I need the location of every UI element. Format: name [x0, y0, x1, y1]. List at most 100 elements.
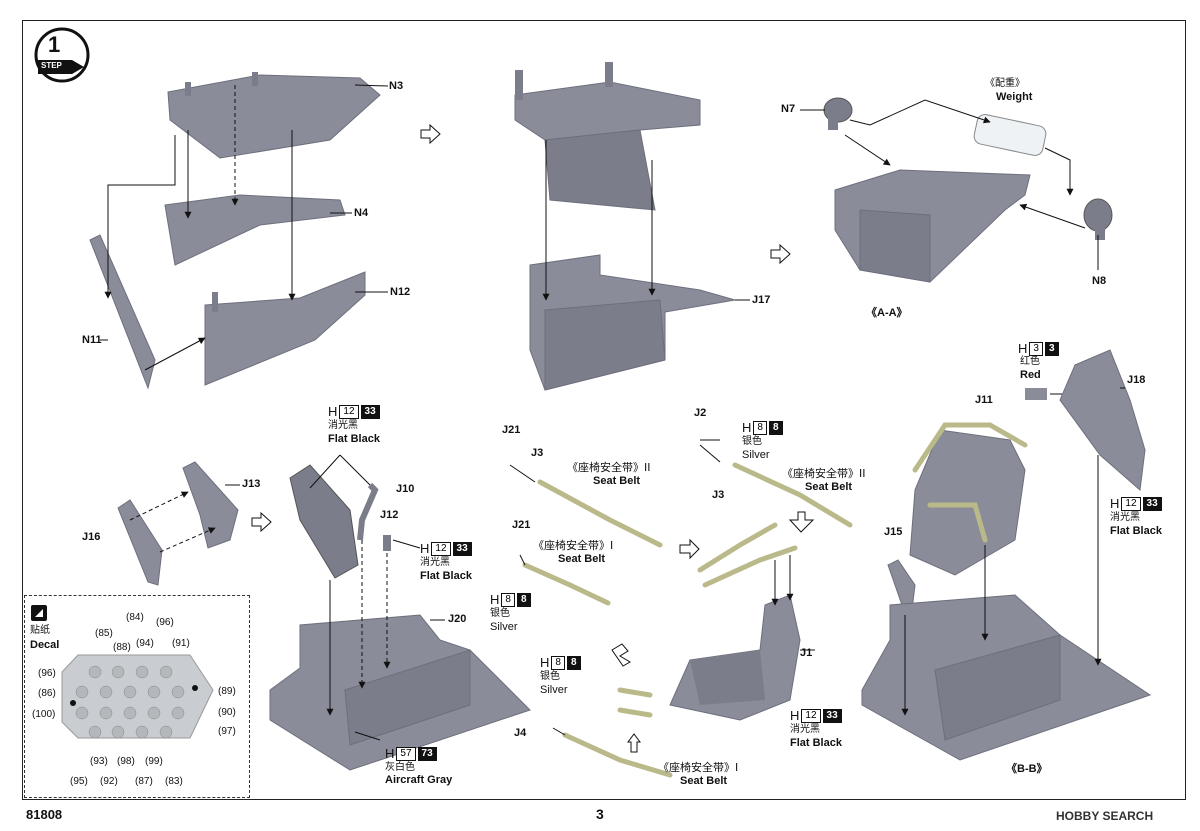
- weight-en: Weight: [996, 91, 1033, 103]
- label-j21-a: J21: [502, 424, 521, 436]
- view-bb: 《B-B》: [1006, 763, 1048, 775]
- decal-num: (89): [218, 686, 236, 697]
- decal-zh: 贴纸: [30, 625, 50, 636]
- paint-flat-black-3-en: Flat Black: [790, 737, 842, 749]
- label-j17: J17: [752, 294, 771, 306]
- j13-arrows: [129, 484, 240, 553]
- decal-num: (97): [218, 726, 236, 737]
- paint-silver-2-en: Silver: [490, 621, 518, 633]
- bb-belts: [912, 422, 1028, 543]
- flow-arrows: [251, 123, 815, 753]
- paint-flat-black-4-en: Flat Black: [1110, 525, 1162, 537]
- product-code: 81808: [26, 807, 63, 822]
- label-j2: J2: [694, 407, 707, 419]
- seatbelt-3-en: Seat Belt: [558, 553, 606, 565]
- decal-num: (90): [218, 707, 236, 718]
- label-j13: J13: [242, 478, 261, 490]
- paint-silver-3-en: Silver: [540, 684, 568, 696]
- part-n12: [204, 271, 366, 386]
- decal-num: (96): [38, 668, 56, 679]
- decal-num: (100): [32, 709, 56, 720]
- label-n8: N8: [1092, 275, 1107, 287]
- seatbelt-2-zh: 《座椅安全带》II: [782, 467, 866, 480]
- part-j11: [1025, 388, 1047, 400]
- belt-lines: [509, 439, 721, 736]
- decal-num: (87): [135, 776, 153, 787]
- label-j10: J10: [396, 483, 415, 495]
- seatbelt-4-zh: 《座椅安全带》I: [658, 761, 739, 774]
- paint-red-en: Red: [1020, 369, 1041, 381]
- step1b-arrows: [542, 140, 750, 301]
- decal-num: (86): [38, 688, 56, 699]
- paint-flat-black-3-zh: 消光黑: [790, 724, 820, 735]
- part-tub-upper: [514, 62, 701, 211]
- part-n4: [164, 194, 346, 266]
- part-n3: [167, 72, 381, 159]
- instruction-frame: [22, 20, 1186, 800]
- part-bb-floor: [861, 594, 1152, 761]
- label-j16: J16: [82, 531, 101, 543]
- paint-silver-3-zh: 银色: [540, 671, 560, 682]
- seatbelt-2-en: Seat Belt: [805, 481, 853, 493]
- label-j3-b: J3: [712, 489, 725, 501]
- label-n7: N7: [781, 103, 796, 115]
- part-n7: [823, 97, 853, 130]
- part-j18: [1059, 349, 1146, 491]
- label-j4: J4: [514, 727, 527, 739]
- decal-sheet: [61, 654, 214, 739]
- decal-icon: [31, 605, 47, 621]
- label-j12: J12: [380, 509, 399, 521]
- part-j1-seat: [669, 594, 801, 721]
- paint-silver-2-zh: 银色: [490, 608, 510, 619]
- part-j17: [529, 254, 736, 391]
- part-j12: [383, 535, 391, 551]
- part-j16: [117, 499, 163, 586]
- paint-aircraft-gray-en: Aircraft Gray: [385, 774, 453, 786]
- part-weight: [973, 114, 1047, 156]
- paint-red-zh: 红色: [1020, 356, 1040, 367]
- part-j10-panel: [289, 464, 359, 579]
- decal-num: (92): [100, 776, 118, 787]
- label-j1: J1: [800, 647, 813, 659]
- part-n11: [89, 234, 156, 390]
- step-label: STEP: [41, 61, 62, 70]
- seatbelt-3-zh: 《座椅安全带》I: [533, 539, 614, 552]
- decal-num: (94): [136, 638, 154, 649]
- step1a-arrows: [100, 84, 389, 371]
- paint-flat-black-2-zh: 消光黑: [420, 557, 450, 568]
- j20-arrows: [309, 454, 445, 741]
- decal-num: (85): [95, 628, 113, 639]
- label-n11: N11: [82, 334, 102, 346]
- decal-num: (84): [126, 612, 144, 623]
- paint-flat-black-1-en: Flat Black: [328, 433, 380, 445]
- label-n3: N3: [389, 80, 404, 92]
- part-aa-tub: [834, 169, 1031, 283]
- label-n12: N12: [390, 286, 411, 298]
- step-number: 1: [48, 32, 61, 57]
- seatbelt-4-en: Seat Belt: [680, 775, 728, 787]
- seat-belts: [522, 462, 853, 778]
- paint-silver-1-en: Silver: [742, 449, 770, 461]
- label-j18: J18: [1127, 374, 1146, 386]
- part-j20-floor: [269, 614, 531, 771]
- decal-num: (83): [165, 776, 183, 787]
- weight-zh: 《配重》: [985, 78, 1025, 89]
- label-j20: J20: [448, 613, 467, 625]
- label-n4: N4: [354, 207, 369, 219]
- paint-flat-black-2-en: Flat Black: [420, 570, 472, 582]
- decal-num: (91): [172, 638, 190, 649]
- label-j21-b: J21: [512, 519, 531, 531]
- part-j10-lever: [357, 482, 379, 541]
- part-j13: [182, 461, 239, 549]
- decal-box: [24, 595, 250, 798]
- aa-arrows: [800, 99, 1099, 270]
- part-n8: [1083, 198, 1113, 240]
